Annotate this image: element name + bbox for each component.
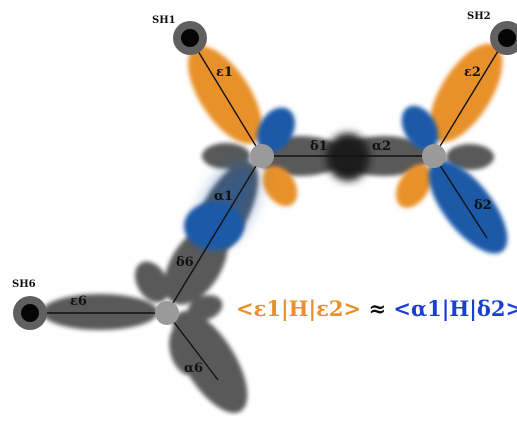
eq-approx-sign: ≈ <box>368 296 386 321</box>
label-alpha2: α2 <box>372 139 391 154</box>
carbon-c6 <box>155 301 179 325</box>
label-delta1: δ1 <box>310 139 328 154</box>
eq-left-ket: ε2 <box>316 296 343 321</box>
eq-right-open: < <box>393 296 411 321</box>
eq-left-close: > <box>344 296 362 321</box>
carbon-c2 <box>422 144 446 168</box>
bond-center-shadow <box>326 133 370 181</box>
eq-left-open: < <box>236 296 254 321</box>
eq-right-bra: α1 <box>411 296 442 321</box>
sulfur-sh1 <box>173 21 207 55</box>
eq-right-ket: δ2 <box>477 296 506 321</box>
sulfur-sh6 <box>13 296 47 330</box>
label-delta6: δ6 <box>176 255 194 270</box>
label-alpha1: α1 <box>214 189 233 204</box>
label-epsilon1: ε1 <box>216 65 233 80</box>
eq-left-operator: |H| <box>281 296 316 321</box>
eq-right-close: > <box>506 296 517 321</box>
label-epsilon6: ε6 <box>70 294 87 309</box>
lobe-c6-left <box>42 294 158 330</box>
label-alpha6: α6 <box>184 361 203 376</box>
label-sh2: SH2 <box>467 11 491 22</box>
eq-left-bra: ε1 <box>254 296 281 321</box>
bond-c1-c6 <box>167 156 262 313</box>
hamiltonian-equation: <ε1|H|ε2> ≈ <α1|H|δ2> <box>236 296 517 321</box>
label-delta2: δ2 <box>474 198 492 213</box>
label-sh1: SH1 <box>152 15 176 26</box>
label-sh6: SH6 <box>12 279 36 290</box>
eq-right-operator: |H| <box>442 296 477 321</box>
label-epsilon2: ε2 <box>464 65 481 80</box>
carbon-c1 <box>250 144 274 168</box>
